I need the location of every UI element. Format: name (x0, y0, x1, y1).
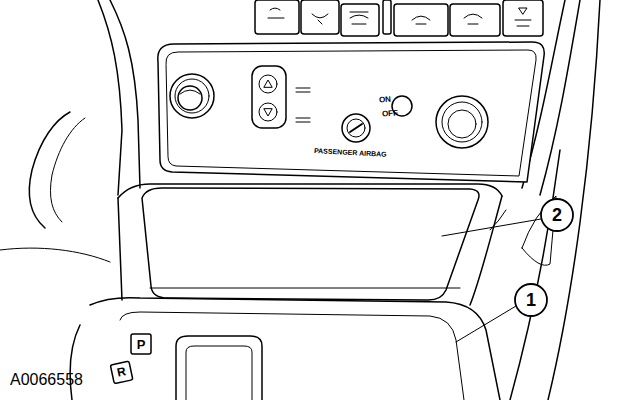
figure-id: A0066558 (10, 372, 83, 388)
switch-position: OFF (382, 109, 399, 118)
callout-number: 2 (552, 206, 562, 224)
gear-letter: P (137, 338, 146, 351)
switch-position: ON (379, 96, 392, 105)
callout-number: 1 (526, 291, 536, 309)
gear-letter: R (116, 365, 127, 379)
